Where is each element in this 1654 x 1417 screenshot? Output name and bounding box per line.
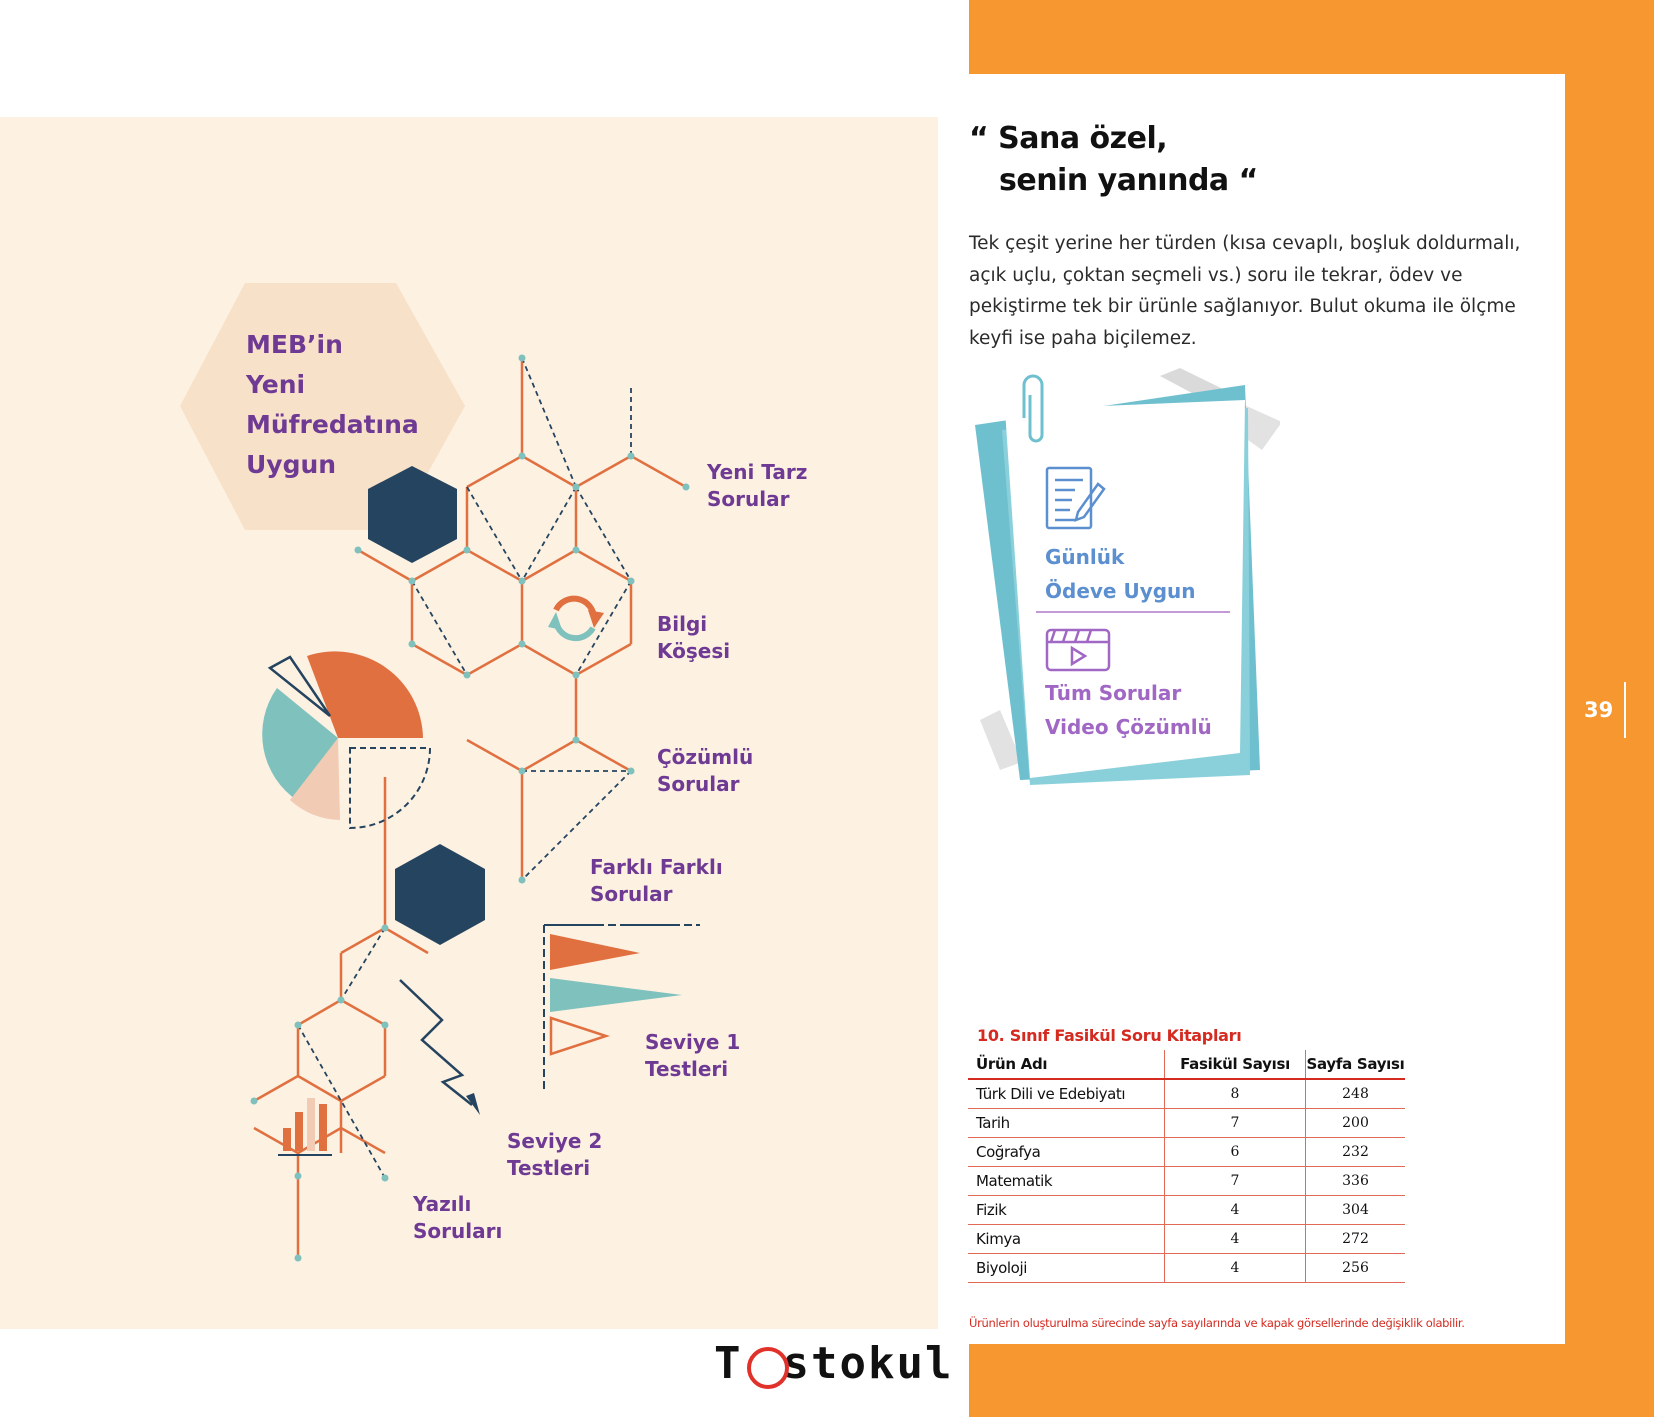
label-line: Sorular (657, 772, 740, 796)
label-line: Yeni Tarz (707, 460, 808, 484)
card-front (1005, 400, 1245, 778)
table-header-row: Ürün Adı Fasikül Sayısı Sayfa Sayısı (968, 1050, 1405, 1080)
refresh-icon (548, 595, 604, 642)
table-cell: Coğrafya (968, 1137, 1165, 1167)
note-card (975, 368, 1280, 785)
table-cell: 336 (1305, 1166, 1405, 1196)
card-line: Tüm Sorular (1045, 681, 1182, 705)
card-label-gunluk: Günlük Ödeve Uygun (1045, 540, 1196, 608)
table-row: Matematik 7 336 (968, 1166, 1405, 1196)
intro-paragraph: Tek çeşit yerine her türden (kısa cevapl… (969, 233, 1521, 349)
column-header: Fasikül Sayısı (1164, 1050, 1306, 1080)
table-cell: 272 (1305, 1224, 1405, 1254)
card-line: Ödeve Uygun (1045, 579, 1196, 603)
meb-hexagon (180, 283, 465, 530)
quote-line-2: senin yanında “ (999, 163, 1258, 198)
headline-quote: “ Sana özel, senin yanında “ (969, 118, 1258, 202)
label-line: Testleri (645, 1057, 729, 1081)
document-pen-icon (1045, 466, 1106, 530)
table-cell: 256 (1305, 1253, 1405, 1283)
meb-label: MEB’in Yeni Müfredatına Uygun (246, 325, 419, 485)
label-line: Sorular (590, 882, 673, 906)
label-line: Yazılı (413, 1192, 472, 1216)
table-cell: 7 (1164, 1166, 1306, 1196)
label-line: Sorular (707, 487, 790, 511)
table-cell: 304 (1305, 1195, 1405, 1225)
label-farkli: Farklı Farklı Sorular (590, 854, 723, 908)
card-tape-bottom (980, 710, 1022, 770)
label-line: Seviye 2 (507, 1129, 603, 1153)
orange-right-band (1565, 74, 1654, 1344)
page-number-divider (1624, 682, 1626, 738)
table-row: Coğrafya 6 232 (968, 1137, 1405, 1167)
network-dashed-lines (297, 357, 632, 1179)
zigzag-arrow-icon (399, 979, 480, 1115)
table-cell: 248 (1305, 1079, 1405, 1109)
navy-hexagon-middle (395, 844, 485, 945)
infographic (180, 283, 700, 1262)
meb-line-1: MEB’in (246, 330, 343, 359)
label-yeni-tarz: Yeni Tarz Sorular (707, 459, 807, 513)
meb-line-3: Müfredatına (246, 410, 419, 439)
table-cell: Biyoloji (968, 1253, 1165, 1283)
table-cell: Tarih (968, 1108, 1165, 1138)
table-row: Biyoloji 4 256 (968, 1253, 1405, 1283)
label-cozumlu: Çözümlü Sorular (657, 744, 753, 798)
label-line: Soruları (413, 1219, 503, 1243)
bar-chart-icon (278, 1098, 332, 1156)
table-cell: 4 (1164, 1224, 1306, 1254)
card-line: Video Çözümlü (1045, 715, 1212, 739)
label-line: Çözümlü (657, 745, 754, 769)
logo-text-end: stokul (782, 1338, 954, 1389)
product-table: Ürün Adı Fasikül Sayısı Sayfa Sayısı Tür… (968, 1050, 1405, 1283)
table-cell: Fizik (968, 1195, 1165, 1225)
label-line: Farklı Farklı (590, 855, 723, 879)
table-cell: 4 (1164, 1195, 1306, 1225)
table-cell: 232 (1305, 1137, 1405, 1167)
logo-ring-icon (747, 1347, 789, 1389)
table-cell: Matematik (968, 1166, 1165, 1196)
table-cell: Türk Dili ve Edebiyatı (968, 1079, 1165, 1109)
table-row: Fizik 4 304 (968, 1195, 1405, 1225)
table-cell: 7 (1164, 1108, 1306, 1138)
orange-top-band (969, 0, 1654, 74)
network-nodes (250, 354, 690, 1262)
paperclip-icon (1022, 374, 1044, 443)
quote-line-1: “ Sana özel, (969, 121, 1168, 156)
meb-line-4: Uygun (246, 450, 337, 479)
table-title: 10. Sınıf Fasikül Soru Kitapları (977, 1026, 1242, 1045)
card-label-video: Tüm Sorular Video Çözümlü (1045, 676, 1212, 744)
table-cell: 200 (1305, 1108, 1405, 1138)
label-line: Köşesi (657, 639, 731, 663)
column-header: Sayfa Sayısı (1305, 1050, 1405, 1080)
logo-text-start: T (714, 1338, 743, 1389)
orange-bottom-band (969, 1344, 1654, 1417)
label-yazili: Yazılı Soruları (413, 1191, 502, 1245)
table-row: Tarih 7 200 (968, 1108, 1405, 1138)
pie-chart-icon (262, 651, 432, 830)
meb-line-2: Yeni (246, 370, 306, 399)
column-header: Ürün Adı (968, 1050, 1165, 1080)
disclaimer-note: Ürünlerin oluşturulma sürecinde sayfa sa… (969, 1316, 1465, 1330)
table-row: Kimya 4 272 (968, 1224, 1405, 1254)
label-line: Testleri (507, 1156, 591, 1180)
table-cell: Kimya (968, 1224, 1165, 1254)
left-panel (0, 117, 938, 1329)
card-line: Günlük (1045, 545, 1125, 569)
label-seviye-2: Seviye 2 Testleri (507, 1128, 602, 1182)
video-clapper-icon (1045, 628, 1111, 672)
label-seviye-1: Seviye 1 Testleri (645, 1029, 740, 1083)
network-lines (253, 358, 687, 1258)
table-cell: 6 (1164, 1137, 1306, 1167)
label-bilgi: Bilgi Köşesi (657, 611, 730, 665)
flags-icon (543, 924, 700, 1092)
page-number: 39 (1584, 698, 1614, 722)
label-line: Seviye 1 (645, 1030, 741, 1054)
label-line: Bilgi (657, 612, 708, 636)
table-row: Türk Dili ve Edebiyatı 8 248 (968, 1079, 1405, 1109)
table-cell: 4 (1164, 1253, 1306, 1283)
table-cell: 8 (1164, 1079, 1306, 1109)
navy-hexagon-top (368, 466, 457, 563)
